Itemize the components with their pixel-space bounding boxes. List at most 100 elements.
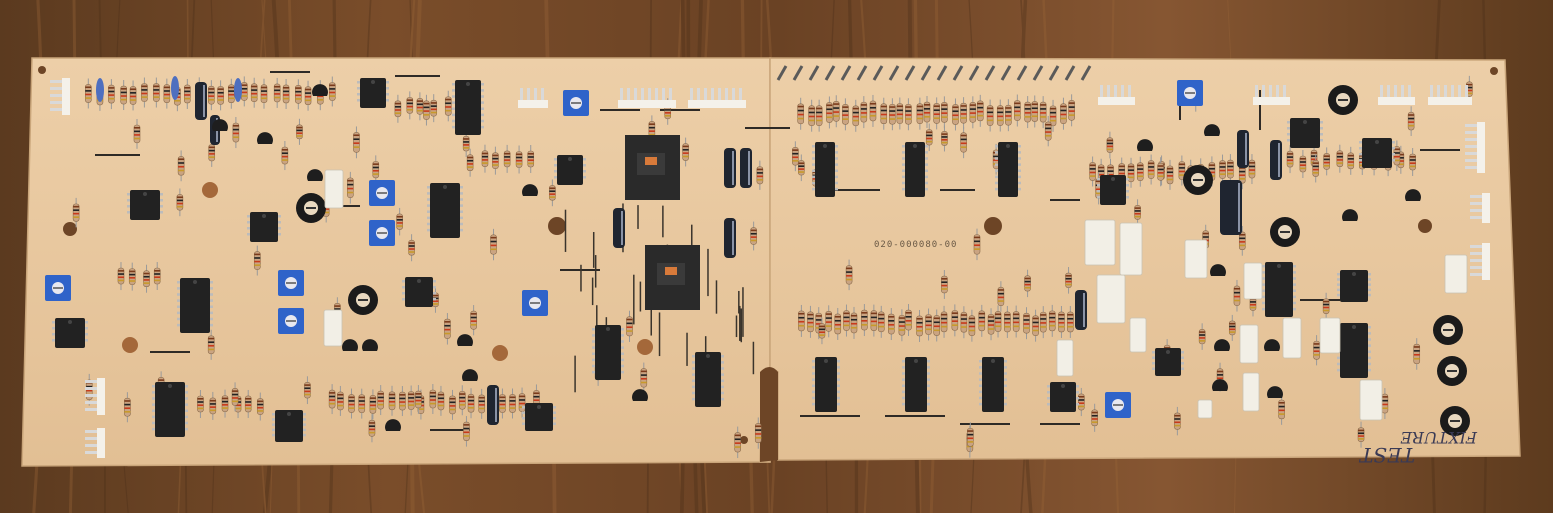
resistor-band — [368, 428, 375, 431]
resistor-band — [1004, 321, 1011, 324]
ic-pin — [160, 211, 163, 214]
resistor-band — [1229, 328, 1236, 331]
resistor-band — [974, 244, 981, 247]
ic-chip — [1265, 262, 1293, 317]
ic-pin — [1181, 356, 1184, 359]
ic-pin — [85, 321, 88, 324]
electrolytic-capacitor — [1237, 130, 1249, 168]
resistor-band — [968, 329, 975, 332]
ic-pin — [402, 286, 405, 289]
resistor-band — [549, 196, 556, 198]
ic-chip — [1290, 118, 1320, 148]
resistor-band — [825, 313, 832, 315]
resistor-band — [304, 390, 311, 393]
ic-pin — [554, 176, 557, 179]
resistor-band — [533, 395, 540, 398]
ic-pin — [1293, 307, 1296, 311]
ic-pin — [460, 228, 463, 232]
ic-pin — [177, 287, 180, 290]
ic-pin — [303, 433, 306, 437]
resistor-band — [1157, 168, 1164, 171]
resistor-band — [807, 313, 814, 316]
ic-pin — [1004, 396, 1007, 400]
resistor-band — [1040, 112, 1047, 114]
resistor-band — [129, 270, 136, 273]
resistor-band — [941, 321, 948, 324]
ic-pin — [837, 402, 840, 406]
resistor-band — [640, 370, 647, 373]
ic-pin — [177, 317, 180, 321]
ic-chip — [275, 410, 303, 442]
header-pin — [1465, 131, 1481, 134]
ic-pin — [152, 397, 155, 400]
resistor-band — [1118, 172, 1125, 175]
ic-pin — [927, 384, 930, 387]
resistor-band — [117, 270, 124, 272]
transistor — [1342, 209, 1358, 221]
header-pin — [1465, 152, 1481, 155]
ic-pin — [1337, 278, 1340, 281]
resistor-band — [1167, 171, 1174, 174]
resistor-band — [880, 109, 887, 112]
transistor — [361, 339, 378, 351]
resistor-band — [490, 244, 497, 247]
resistor-band — [372, 163, 379, 165]
resistor-band — [960, 109, 967, 111]
resistor-band — [406, 105, 413, 108]
resistor-band — [1024, 283, 1031, 286]
resistor-band — [1095, 180, 1102, 183]
electrolytic-capacitor — [1270, 140, 1282, 180]
traces-layer — [95, 71, 1460, 431]
resistor-band — [926, 140, 933, 143]
pcb-slot — [760, 367, 778, 462]
resistor-band — [1393, 152, 1400, 154]
header-pin — [1470, 266, 1486, 269]
resistor-band — [1068, 110, 1075, 112]
ic-pin — [721, 361, 724, 364]
resistor-band — [1409, 155, 1416, 158]
capacitor-stripe — [732, 221, 734, 255]
ic-pin — [902, 372, 905, 375]
resistor-band — [337, 397, 344, 400]
resistor-band — [941, 317, 948, 320]
resistor-band — [1239, 167, 1246, 169]
resistor-band — [1174, 421, 1181, 424]
ic-pin — [1337, 356, 1340, 360]
resistor-band — [73, 205, 80, 208]
resistor-band — [1347, 158, 1354, 160]
ic-chip — [130, 190, 160, 220]
resistor-band — [1050, 107, 1057, 110]
resistor-band — [499, 403, 506, 406]
ic-pin — [152, 403, 155, 406]
resistor-band — [232, 124, 239, 127]
resistor-band — [527, 159, 534, 161]
resistor-band — [208, 153, 215, 155]
resistor-band — [1299, 167, 1306, 170]
resistor-band — [1174, 414, 1181, 417]
resistor-band — [1323, 161, 1330, 164]
resistor-band — [163, 90, 170, 92]
resistor-band — [997, 300, 1004, 302]
resistor-band — [889, 106, 896, 108]
capacitor-stripe — [1245, 133, 1247, 165]
resistor-band — [1031, 111, 1038, 114]
resistor-band — [941, 313, 948, 316]
resistor-band — [750, 229, 757, 232]
ic-pin — [692, 367, 695, 370]
ic-pin — [247, 215, 250, 218]
resistor-band — [1174, 418, 1181, 420]
header-pins-layer — [50, 65, 1490, 458]
ic-pin — [1262, 277, 1265, 280]
resistor-band — [130, 99, 137, 101]
header-housing — [1428, 97, 1472, 105]
resistor-band — [208, 156, 215, 158]
header-pin — [1470, 259, 1486, 262]
resistor-band — [808, 107, 815, 110]
resistor-band — [798, 171, 805, 173]
resistor-band — [870, 324, 877, 327]
resistor-band — [1174, 424, 1181, 427]
header-housing — [1482, 243, 1490, 280]
ic-pin — [995, 169, 998, 172]
resistor-band — [274, 96, 281, 99]
resistor-band — [516, 159, 523, 162]
